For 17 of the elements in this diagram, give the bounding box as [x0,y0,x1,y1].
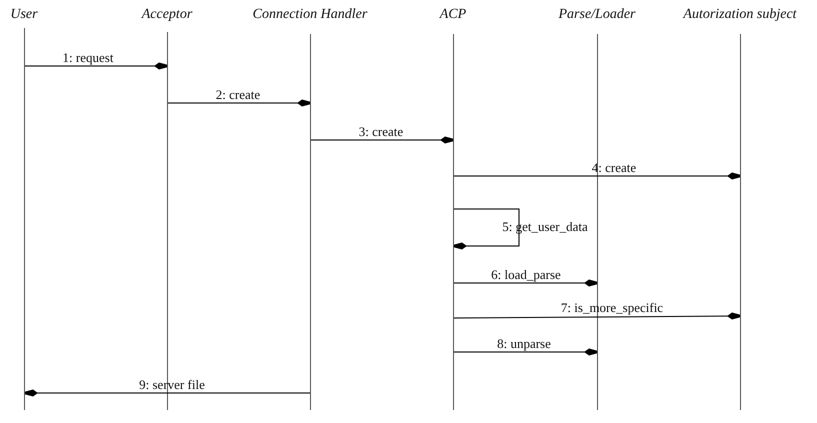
lifeline-title: Acceptor [142,7,192,23]
lifeline [167,32,168,410]
lifeline [597,34,598,410]
message-label: 1: request [62,51,114,65]
message-label: 6: load_parse [490,268,562,282]
lifeline-title: Parse/Loader [558,7,636,23]
message-label: 3: create [358,125,404,139]
lifeline [453,34,454,410]
lifeline [310,34,311,410]
lifeline-title: Autorization subject [683,7,797,23]
lifeline [740,34,741,410]
lifeline-title: ACP [440,7,466,23]
lifeline-title: Connection Handler [252,7,368,23]
message-label: 8: unparse [496,337,552,351]
lifeline [24,28,25,410]
message-label: 2: create [214,88,262,102]
lifeline-title: User [10,7,38,23]
